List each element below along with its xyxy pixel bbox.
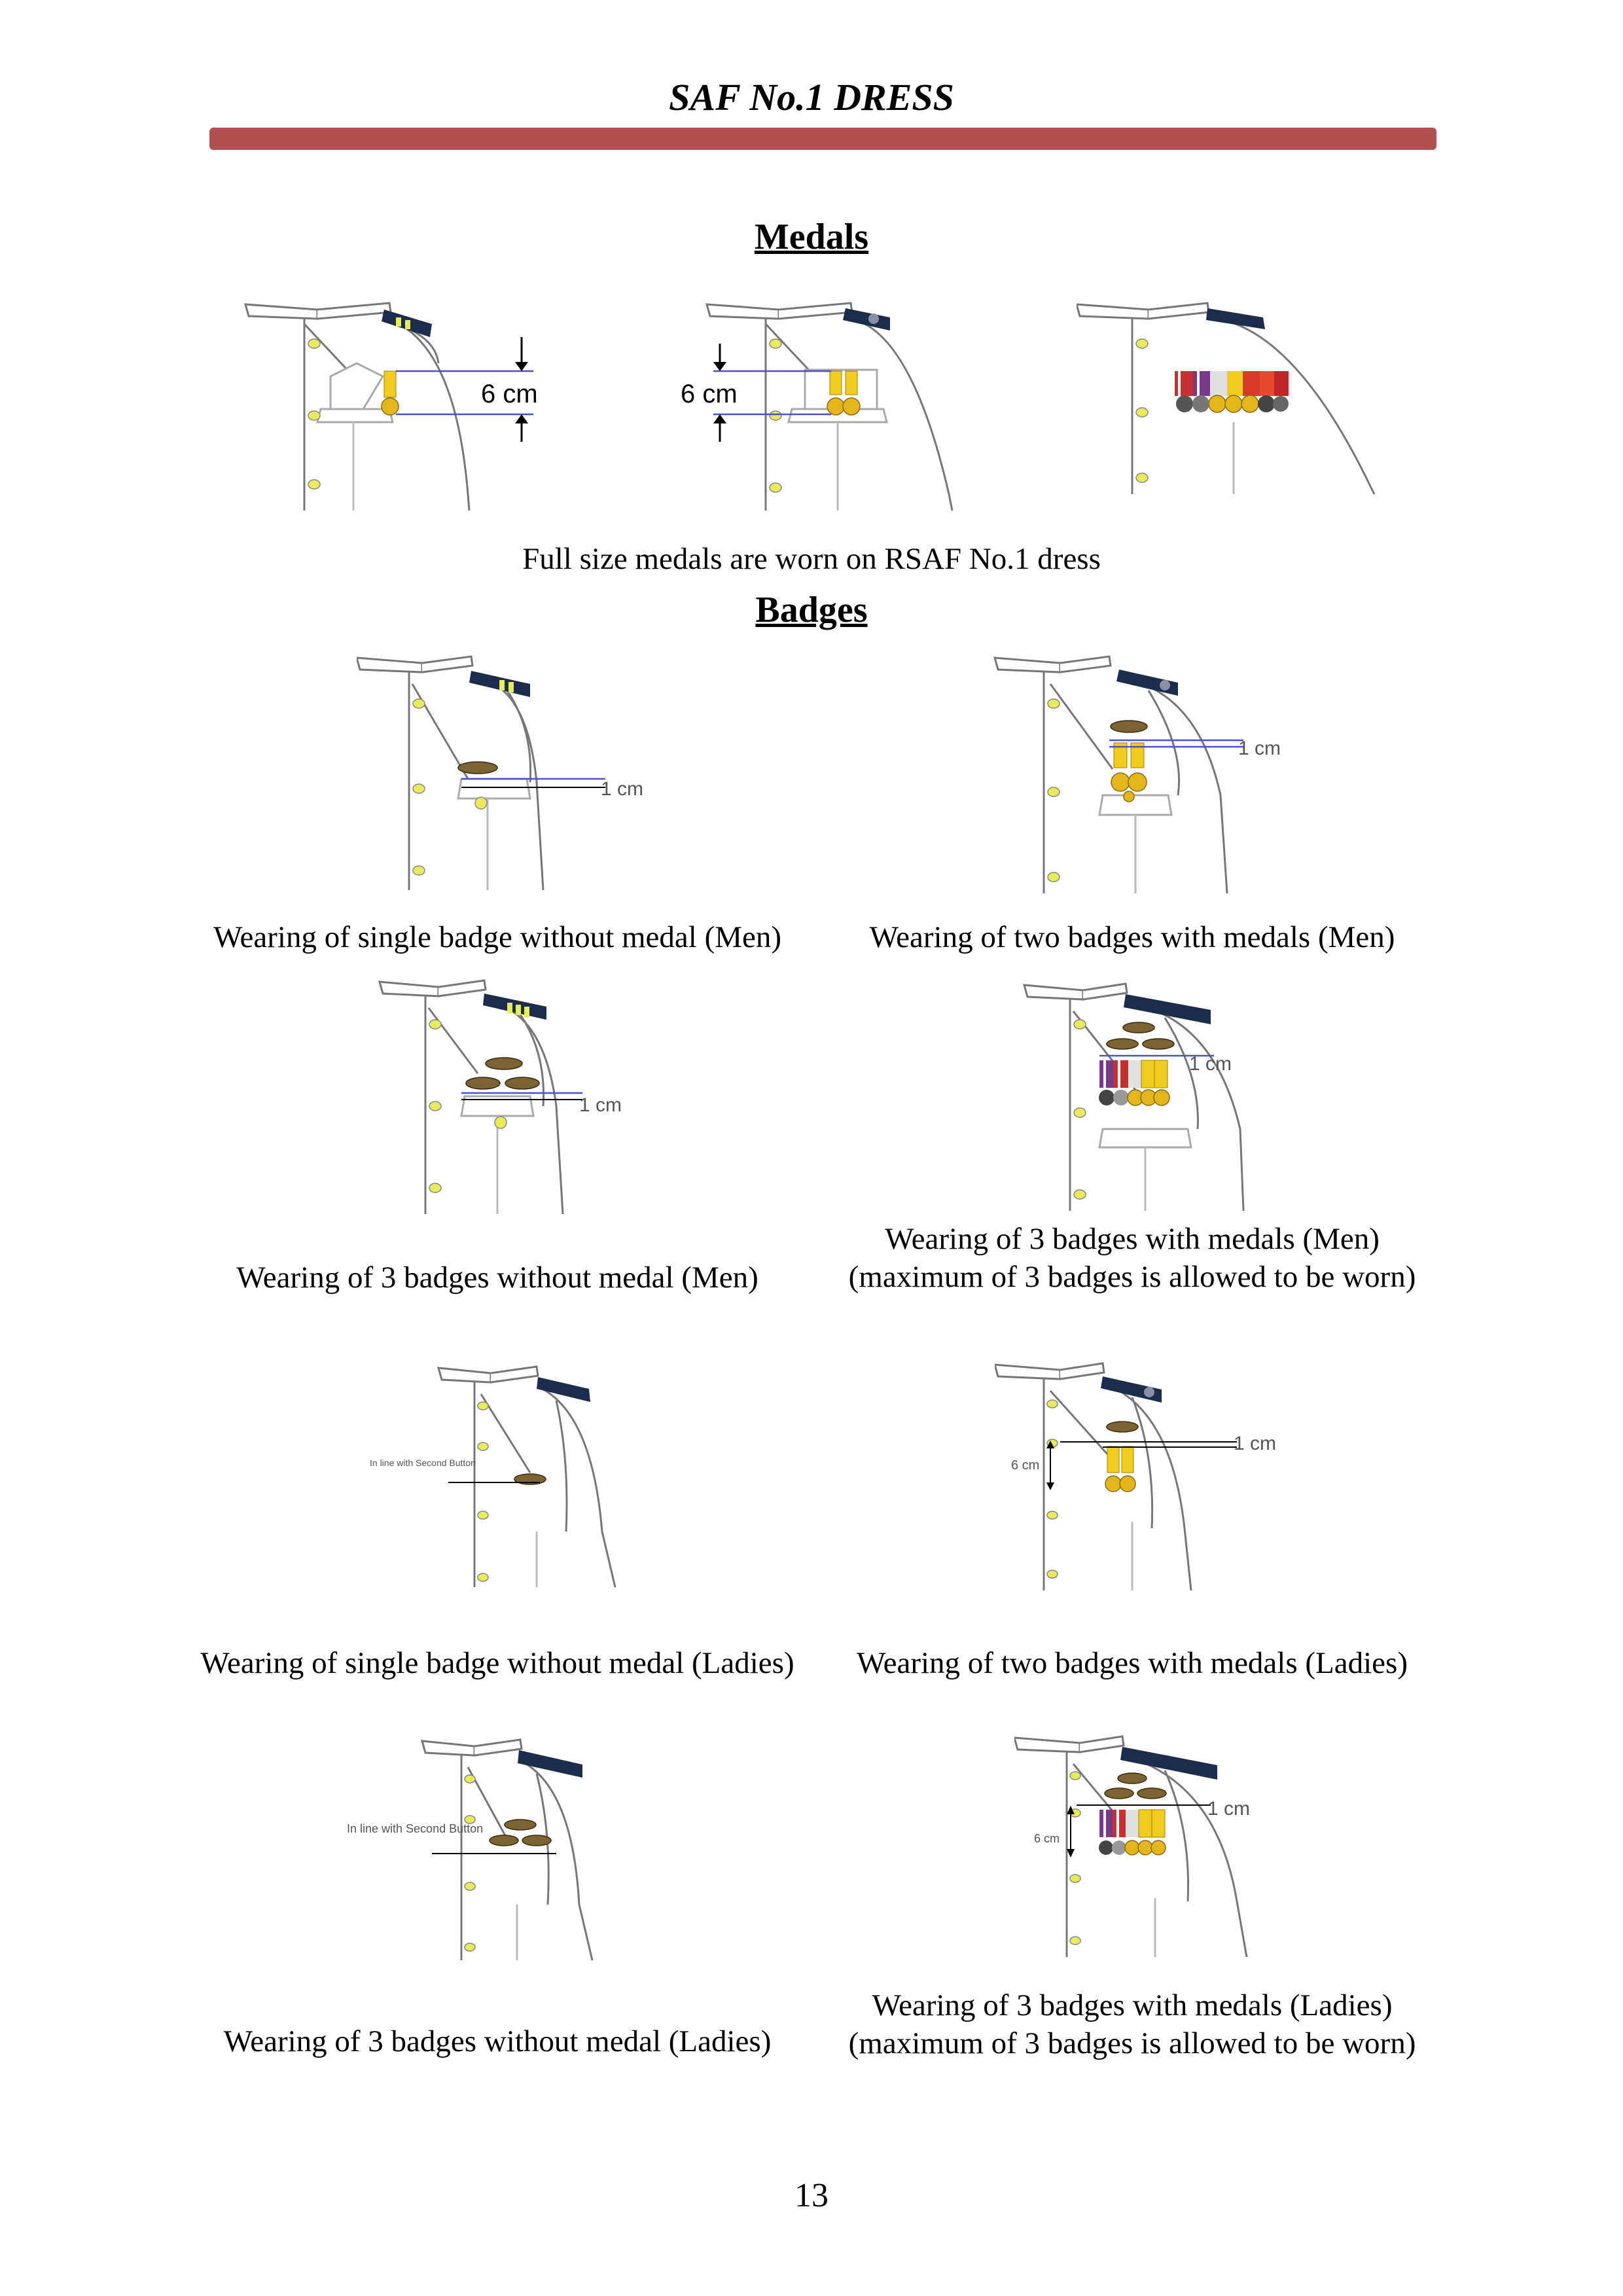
measurement-label: In line with Second Button <box>347 1822 483 1835</box>
measurement-label: In line with Second Button <box>370 1458 476 1468</box>
measurement-label: 1 cm <box>1238 738 1281 759</box>
medal-disc <box>382 398 399 415</box>
badge-wings <box>458 762 497 774</box>
header-rule <box>209 128 1436 150</box>
measurement-label: 6 cm <box>481 380 538 408</box>
badge-figure-three-men-medals: 1 cm <box>1018 978 1306 1221</box>
page-number: 13 <box>0 2176 1623 2215</box>
badge-caption-8: Wearing of 3 badges with medals (Ladies)… <box>828 1986 1436 2062</box>
rank-stripe <box>405 320 410 329</box>
badge-caption-5: Wearing of single badge without medal (L… <box>193 1644 802 1682</box>
jacket-outline <box>245 303 469 511</box>
badge-figure-three-ladies-medals: 6 cm 1 cm <box>1014 1731 1302 1967</box>
badge-figure-three-men: 1 cm <box>373 975 661 1224</box>
badge-figure-single-ladies: In line with Second Button <box>366 1361 628 1597</box>
badge-caption-4: Wearing of 3 badges with medals (Men)(ma… <box>828 1220 1436 1296</box>
medals-heading: Medals <box>0 216 1623 258</box>
badge-figure-three-ladies: In line with Second Button <box>344 1734 632 1970</box>
jacket-buttons <box>308 339 320 489</box>
badge-figure-two-ladies: 6 cm 1 cm <box>995 1358 1296 1600</box>
measurement-label-2: 6 cm <box>1034 1832 1060 1845</box>
measurement-label: 1 cm <box>1189 1053 1232 1075</box>
medals-figure-single: 6 cm <box>239 298 579 514</box>
badge-caption-7: Wearing of 3 badges without medal (Ladie… <box>193 2022 802 2060</box>
medal-ribbons <box>1175 371 1289 396</box>
medal-ribbon <box>384 371 396 397</box>
measurement-label: 1 cm <box>601 778 643 800</box>
medals-caption: Full size medals are worn on RSAF No.1 d… <box>0 540 1623 578</box>
measurement-label: 6 cm <box>681 380 738 408</box>
measurement-label: 1 cm <box>1234 1433 1276 1454</box>
rank-stripe <box>396 317 401 327</box>
medal-discs <box>1176 395 1289 412</box>
medals-figure-double: 6 cm <box>674 298 1014 514</box>
badge-caption-6: Wearing of two badges with medals (Ladie… <box>828 1644 1436 1682</box>
badge-figure-two-men: 1 cm <box>988 651 1289 900</box>
badge-caption-1: Wearing of single badge without medal (M… <box>193 918 802 956</box>
badge-figure-single-men: 1 cm <box>357 651 658 900</box>
header-title: SAF No.1 DRESS <box>0 75 1623 119</box>
badge-caption-2: Wearing of two badges with medals (Men) <box>828 918 1436 956</box>
medals-figure-multiple <box>1077 298 1404 514</box>
badge-caption-3: Wearing of 3 badges without medal (Men) <box>193 1259 802 1297</box>
badges-heading: Badges <box>0 589 1623 631</box>
measurement-label-2: 6 cm <box>1011 1458 1039 1473</box>
measurement-label: 1 cm <box>579 1094 622 1116</box>
measurement-label: 1 cm <box>1207 1798 1250 1820</box>
